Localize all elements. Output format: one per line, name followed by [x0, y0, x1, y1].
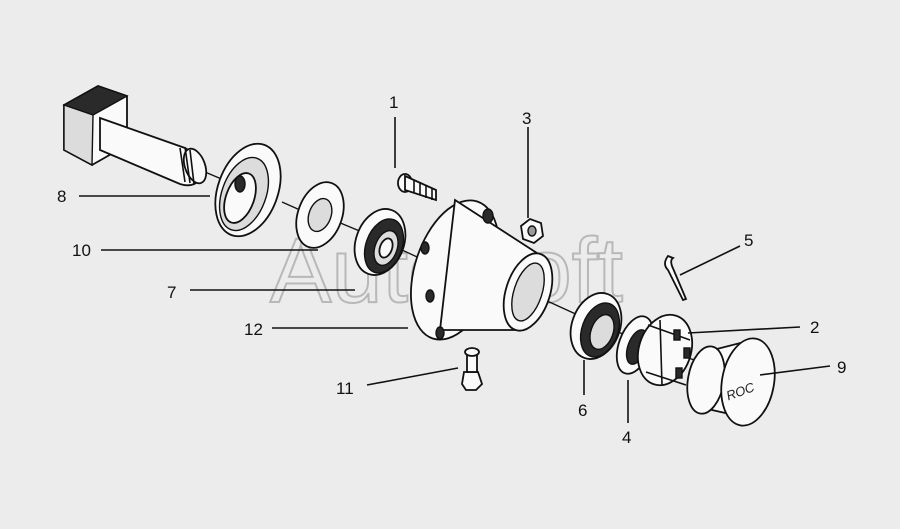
cotter-pin-part [664, 254, 688, 302]
callout-6: 6 [578, 401, 587, 420]
grease-nipple-part [461, 347, 484, 391]
outer-bearing-part [569, 292, 623, 360]
hex-nut-part [520, 217, 544, 245]
castle-nut-part [636, 313, 694, 387]
callout-3: 3 [522, 109, 531, 128]
leader-lines [79, 117, 831, 423]
callout-4: 4 [622, 428, 631, 447]
callout-5: 5 [744, 231, 753, 250]
inner-bearing-part [353, 208, 407, 276]
callout-labels: 1 2 3 4 5 6 7 8 9 10 11 12 [57, 93, 846, 447]
callout-2: 2 [810, 318, 819, 337]
callout-7: 7 [167, 283, 176, 302]
callout-11: 11 [336, 379, 354, 398]
callout-10: 10 [72, 241, 91, 260]
stud-bolt-part [397, 173, 437, 202]
callout-8: 8 [57, 187, 66, 206]
seal-cup-part [214, 142, 282, 238]
hub-cap-part: ROC [686, 337, 776, 427]
callout-1: 1 [389, 93, 398, 112]
hub-part [410, 198, 554, 341]
washer-part [295, 181, 345, 249]
callout-9: 9 [837, 358, 846, 377]
callout-12: 12 [244, 320, 263, 339]
spindle-part [62, 85, 208, 187]
